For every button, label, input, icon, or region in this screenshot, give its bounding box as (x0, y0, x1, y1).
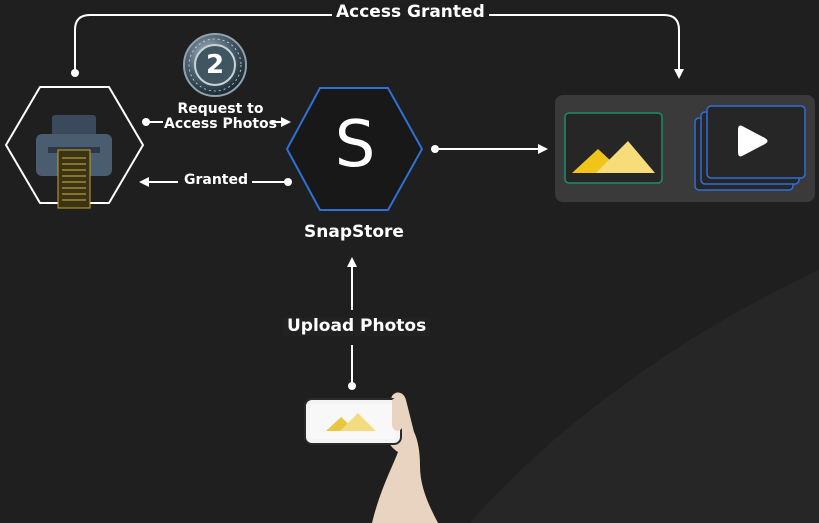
oauth2-badge-icon (183, 33, 247, 97)
phone-in-hand-icon (304, 392, 438, 523)
snapstore-node (286, 87, 423, 211)
video-stack-icon (694, 105, 806, 191)
photo-icon (564, 112, 663, 184)
upload-arrow (347, 257, 357, 390)
access-granted-label: Access Granted (332, 3, 489, 22)
granted-arrow (139, 177, 292, 187)
display-arrow (431, 144, 548, 154)
granted-label: Granted (180, 173, 253, 188)
upload-photos-label: Upload Photos (283, 317, 431, 336)
access-granted-arrow (71, 14, 684, 79)
request-label-line-2: Access Photos (164, 115, 277, 132)
printer-icon (36, 115, 112, 209)
media-panel (555, 95, 815, 202)
request-arrow (142, 117, 291, 127)
snapstore-label: SnapStore (304, 222, 404, 242)
oauth-version-number: 2 (205, 50, 225, 80)
snapstore-logo-icon: S (334, 108, 376, 182)
request-label-line-1: Request to (177, 101, 264, 117)
request-access-label: Request to Access Photos (160, 102, 281, 131)
printer-node (5, 86, 144, 209)
